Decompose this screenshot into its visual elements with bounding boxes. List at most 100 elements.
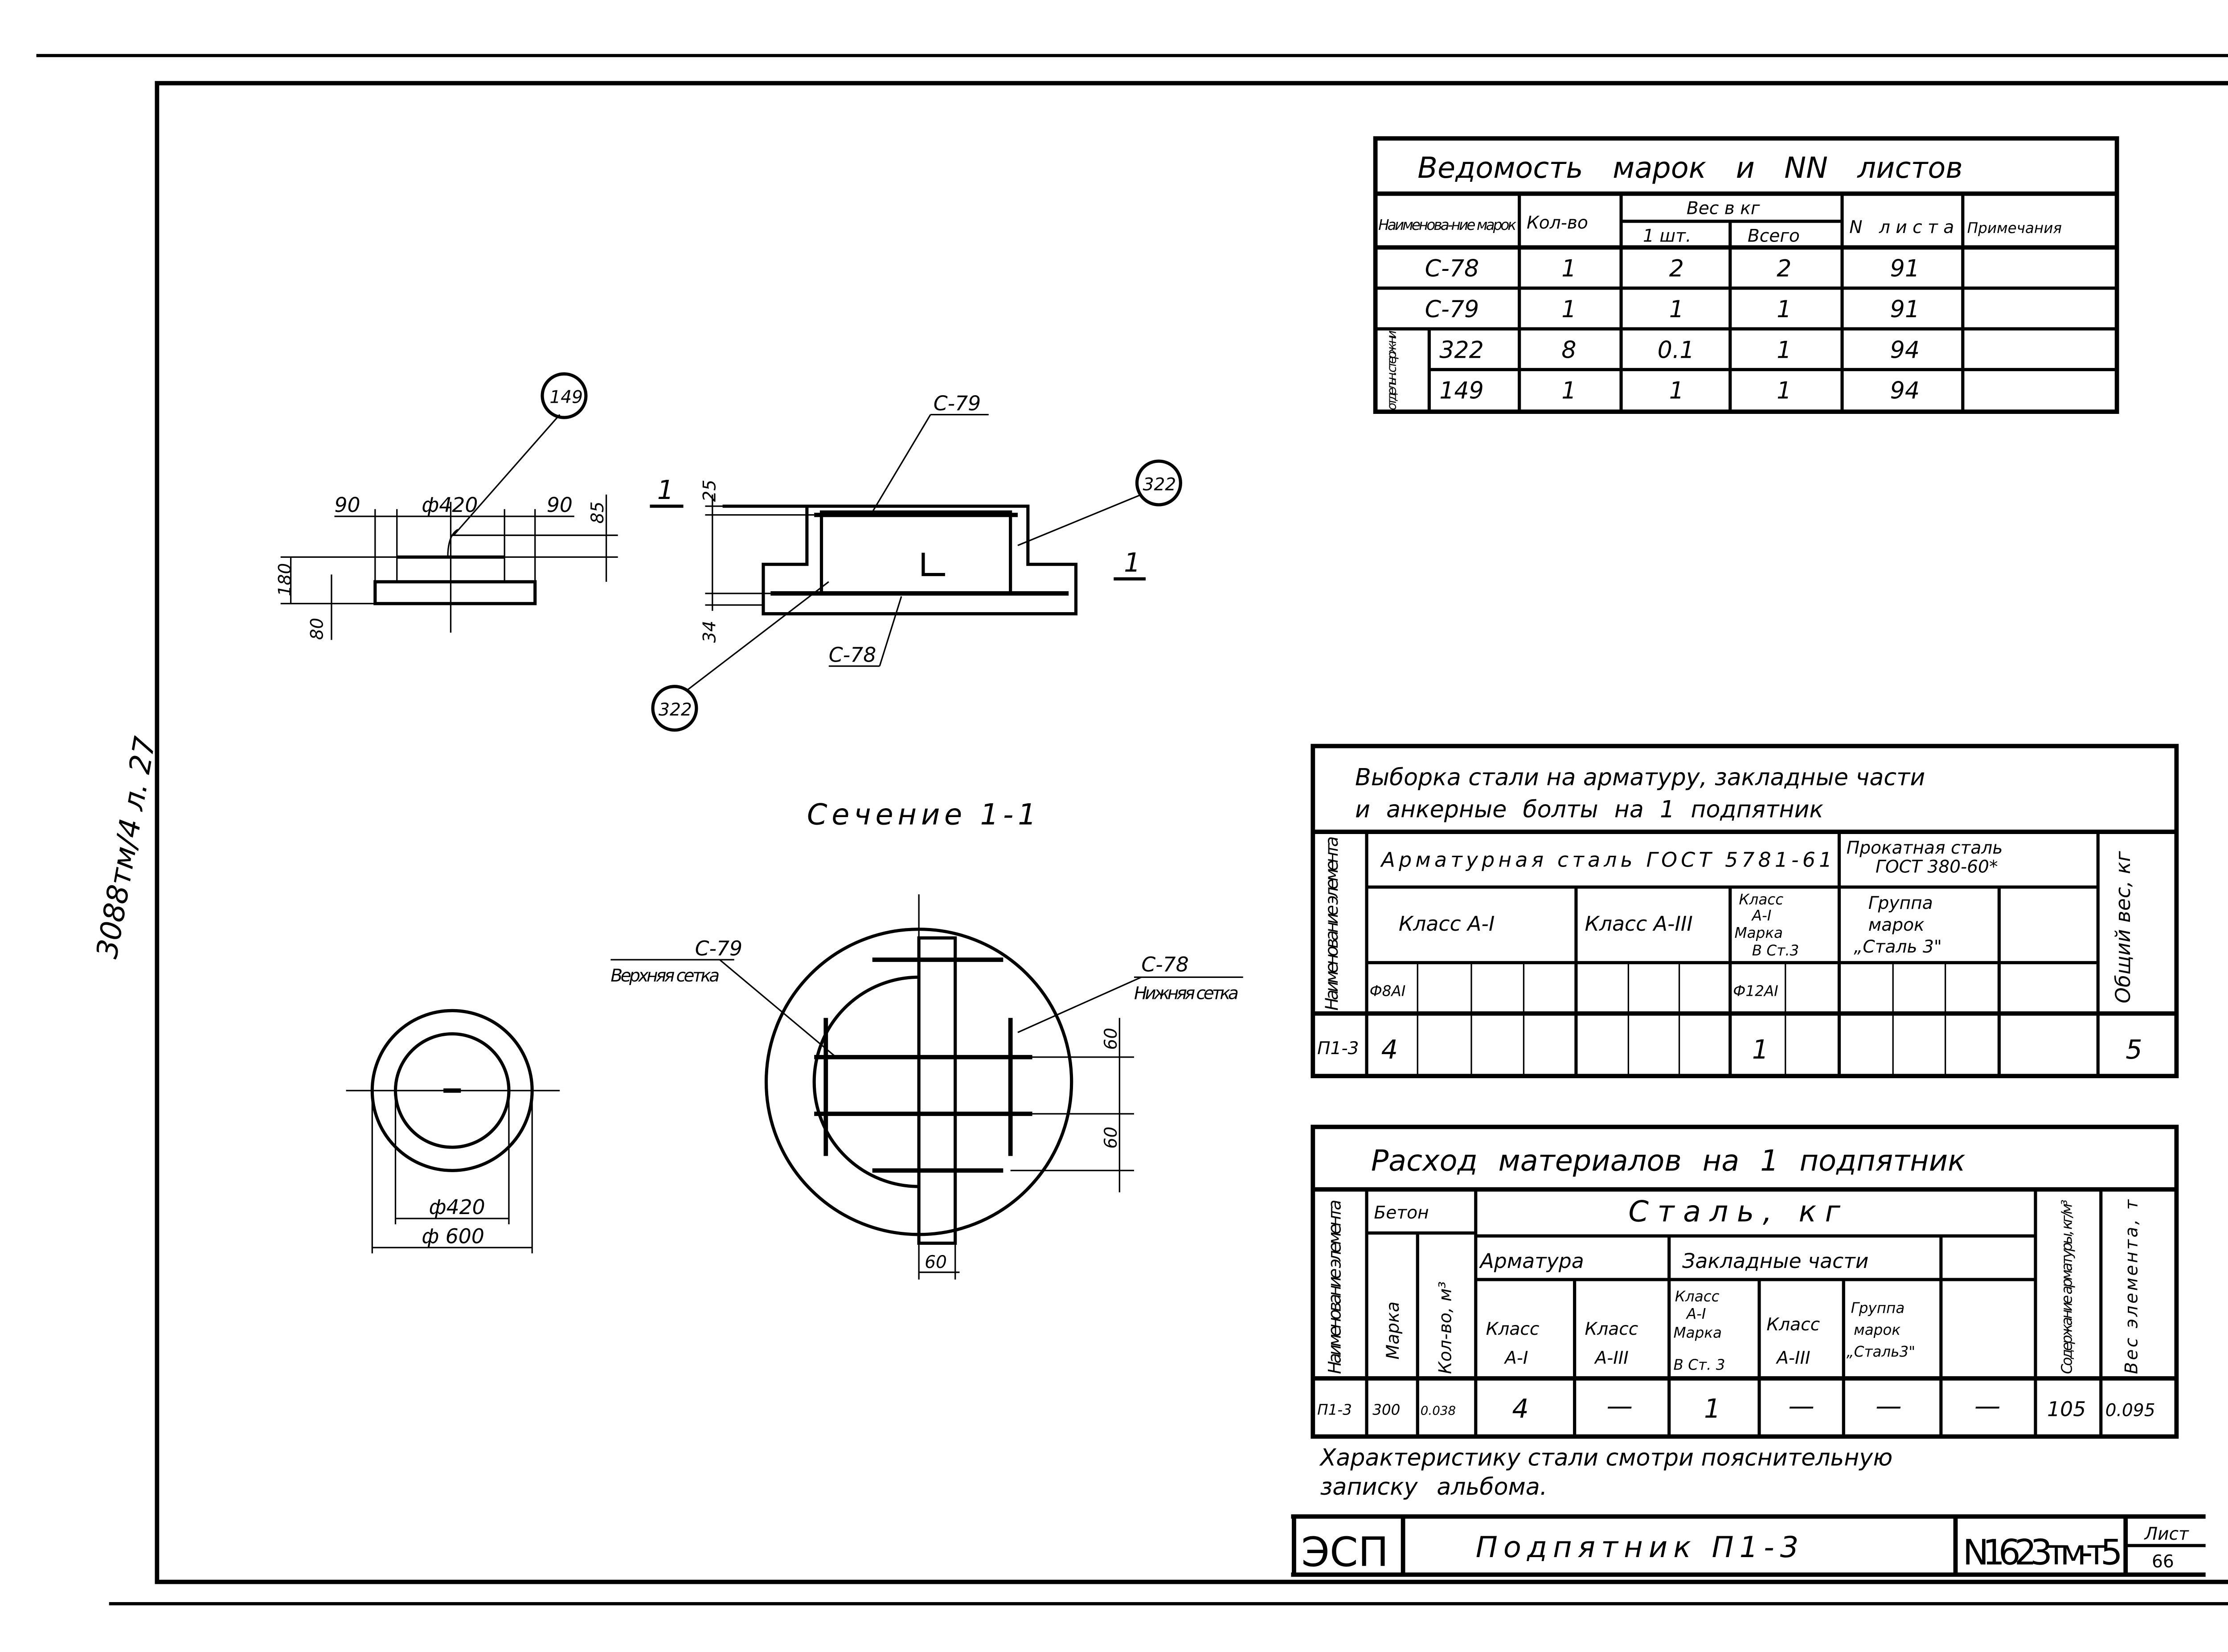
drawing-title: Подпятник П1-3: [1476, 1530, 1805, 1564]
class-a1-mark-line: Марка: [1735, 924, 1783, 941]
mark-header: Марка: [1383, 1301, 1403, 1359]
svg-text:—: —: [1788, 1390, 1814, 1421]
class-a3b-line: А-III: [1775, 1348, 1810, 1368]
callout-322-top: [1135, 459, 1182, 507]
rebar-header: Арматура: [1479, 1249, 1584, 1273]
svg-text:1: 1: [1669, 296, 1684, 323]
rebar-header: Арматурная сталь ГОСТ 5781-61: [1380, 848, 1832, 871]
svg-text:91: 91: [1890, 296, 1920, 323]
svg-text:С-78: С-78: [1425, 256, 1479, 282]
class-a1-line: А-I: [1503, 1348, 1528, 1368]
svg-text:105: 105: [2047, 1398, 2086, 1421]
svg-text:С-79: С-79: [1425, 296, 1479, 323]
note-line-2: записку альбома.: [1320, 1474, 1548, 1501]
callout-leader: [453, 414, 561, 536]
class-a1-mark-line: Класс: [1675, 1288, 1720, 1305]
svg-text:0.1: 0.1: [1658, 337, 1695, 364]
svg-text:1: 1: [1561, 296, 1576, 323]
svg-text:2: 2: [1669, 256, 1684, 282]
callout-322-top-label: 322: [1143, 474, 1176, 495]
header-qty: Кол-во: [1527, 213, 1588, 233]
table-row: С-78 1 2 2 91: [1425, 256, 1920, 282]
group-label: отдельн. стерж-ни: [1384, 330, 1399, 410]
concrete-header: Бетон: [1374, 1203, 1429, 1223]
drawing-frame: [155, 81, 2228, 1584]
org-code: ЭСП: [1301, 1528, 1388, 1576]
group-marks-line: „Сталь 3": [1854, 937, 1942, 957]
svg-text:1: 1: [1777, 337, 1791, 364]
class-a1-mark-line: Класс: [1739, 891, 1783, 908]
dim-180: 180: [275, 563, 295, 597]
label-lower-mesh: Нижняя сетка: [1134, 983, 1239, 1003]
marks-table: Ведомость марок и NN листов Наименова-ни…: [1373, 136, 2119, 414]
cut-mark-left: 1: [657, 474, 674, 505]
svg-text:1: 1: [1561, 378, 1576, 405]
note-line-1: Характеристику стали смотри пояснительну…: [1319, 1445, 1893, 1472]
cut-mark-right: 1: [1124, 547, 1140, 578]
table-row: П1-3 4 1 5: [1317, 1034, 2142, 1065]
dim-34: 34: [700, 621, 720, 643]
class-a1-line: Класс: [1486, 1319, 1540, 1339]
dim-60-a: 60: [1101, 1028, 1121, 1050]
dim-d420-plan: ф420: [429, 1195, 485, 1219]
label-c79-plan: С-79: [695, 936, 742, 960]
svg-text:1: 1: [1561, 256, 1576, 282]
plan-large: 60 60 60 С-79 Верхняя сетка С-78 Нижняя …: [610, 894, 1243, 1280]
materials-table: Расход материалов на 1 подпятник Наимено…: [1311, 1125, 2179, 1439]
margin-note: 3088тм/4 л. 27: [90, 734, 162, 961]
class-a1-mark-line: Марка: [1674, 1325, 1722, 1341]
svg-text:149: 149: [1439, 378, 1484, 405]
svg-text:—: —: [1606, 1390, 1633, 1421]
svg-text:—: —: [1974, 1390, 2001, 1421]
dim-25: 25: [700, 480, 720, 502]
dim-60-b: 60: [1101, 1127, 1121, 1149]
header-note: Примечания: [1967, 220, 2062, 237]
table-row: С-79 1 1 1 91: [1425, 296, 1920, 323]
header-sheet: N листа: [1849, 217, 1954, 237]
steel-header: Сталь, кг: [1628, 1194, 1849, 1228]
rolled-header-1: Прокатная сталь: [1847, 838, 2003, 858]
table-row: 149 1 1 1 94: [1439, 378, 1920, 405]
callout-322-bottom-label: 322: [659, 700, 692, 720]
svg-text:300: 300: [1372, 1401, 1400, 1418]
plan-small: ф420 ф 600: [346, 1009, 560, 1254]
svg-text:8: 8: [1561, 337, 1576, 364]
steel-table-title-2: и анкерные болты на 1 подпятник: [1355, 796, 1823, 823]
svg-text:5: 5: [2126, 1034, 2142, 1065]
dim-60-c: 60: [925, 1252, 947, 1272]
volume-header: Кол-во, м³: [1435, 1281, 1455, 1374]
svg-text:1: 1: [1777, 378, 1791, 405]
embedded-header: Закладные части: [1682, 1249, 1868, 1273]
sheet-number: 66: [2152, 1552, 2174, 1572]
svg-text:1: 1: [1777, 296, 1791, 323]
header-per-unit: 1 шт.: [1643, 226, 1691, 246]
group-marks-line: марок: [1868, 915, 1925, 935]
class-a1-mark-line: В Ст.3: [1752, 942, 1799, 959]
rolled-header-2: ГОСТ 380-60*: [1876, 857, 1998, 877]
callout-322-bottom: [651, 685, 698, 732]
svg-text:1: 1: [1752, 1034, 1769, 1065]
total-weight-header: Общий вес, кг: [2111, 851, 2135, 1003]
svg-text:94: 94: [1890, 337, 1920, 364]
svg-text:П1-3: П1-3: [1317, 1401, 1352, 1418]
content-header: Содержание арматуры, кг/м³: [2059, 1200, 2076, 1374]
group-marks-line: марок: [1854, 1321, 1900, 1338]
element-header: Наименование элемента: [1325, 1200, 1345, 1374]
table-row: 322 8 0.1 1 94: [1439, 337, 1920, 364]
svg-text:П1-3: П1-3: [1317, 1039, 1359, 1059]
steel-table-title-1: Выборка стали на арматуру, закладные час…: [1355, 765, 1925, 791]
label-c78: С-78: [829, 643, 876, 667]
callout-149: [541, 372, 588, 419]
svg-text:1: 1: [1669, 378, 1684, 405]
class-a3-line: А-III: [1593, 1348, 1629, 1368]
elevation-view: 149 90 ф420 90 85 180 80: [275, 372, 618, 640]
dim-d600-plan: ф 600: [422, 1224, 484, 1248]
class-a1-mark-line: А-I: [1751, 907, 1772, 924]
class-a3: Класс А-III: [1585, 912, 1692, 936]
dim-85: 85: [588, 502, 608, 524]
svg-text:4: 4: [1381, 1034, 1398, 1065]
dia-8: Ф8АI: [1370, 983, 1406, 1000]
dia-12: Ф12АI: [1733, 983, 1778, 1000]
group-marks-line: „Сталь3": [1847, 1343, 1915, 1360]
